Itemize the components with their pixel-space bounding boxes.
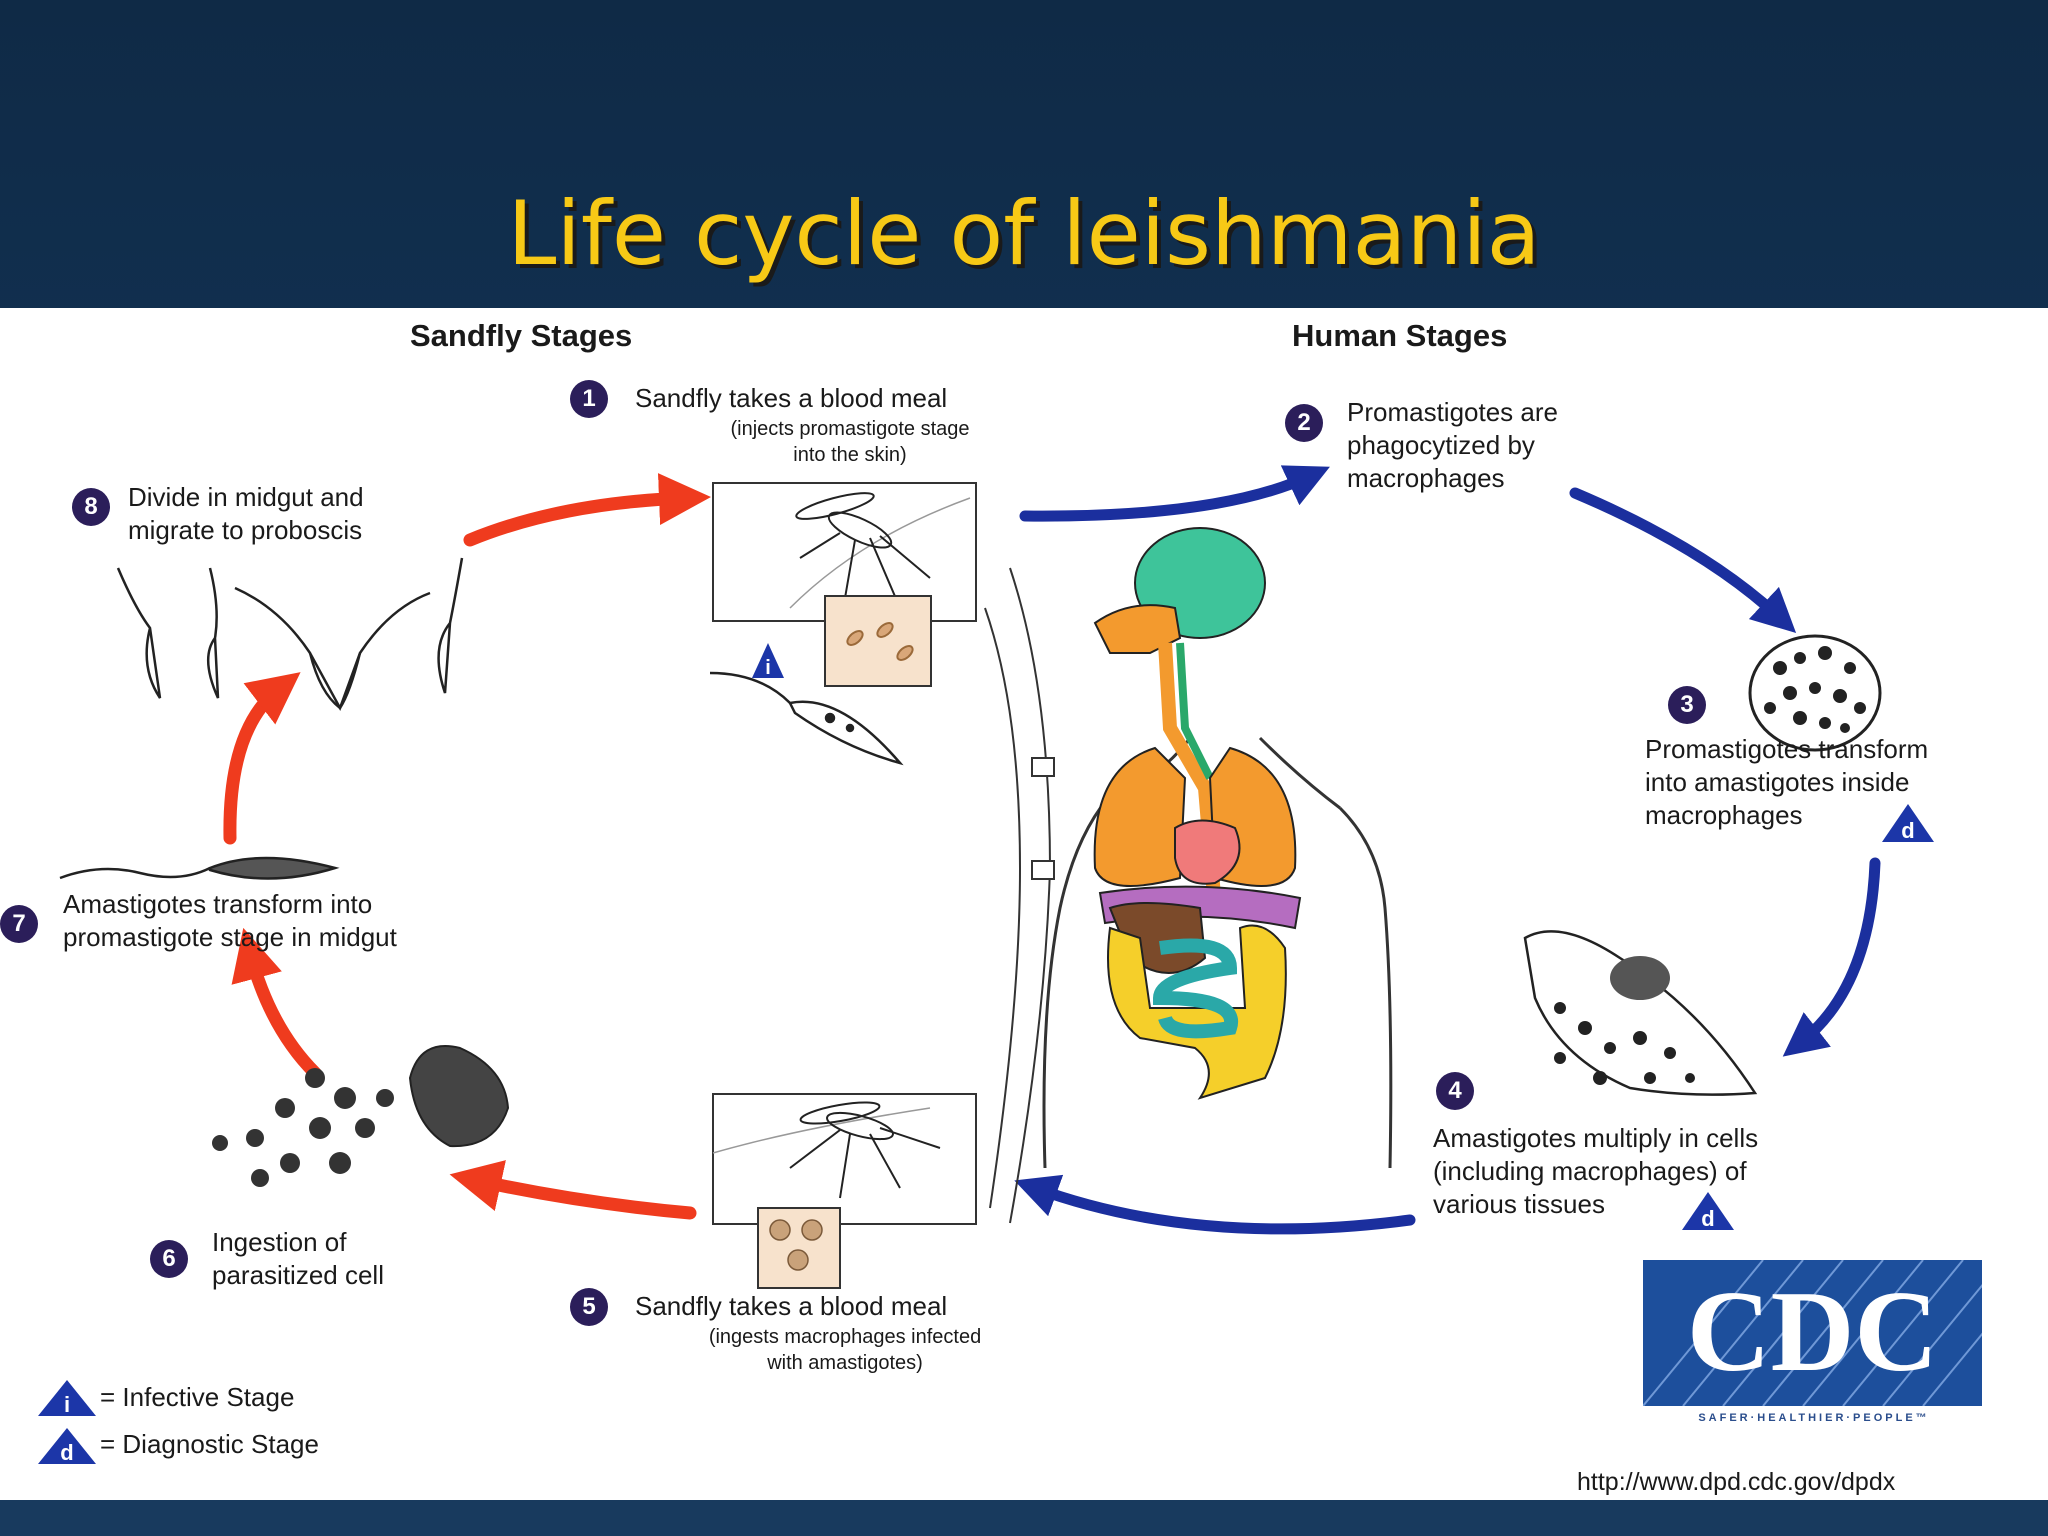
step-2-line-3: macrophages [1347,463,1505,493]
human-arrows [1014,465,1881,1235]
arrow-6-to-7 [231,927,322,1080]
arrow-7-to-8 [223,672,301,845]
legend-infective-symbol: i [64,1392,70,1417]
arrow-1-to-2 [1019,465,1330,522]
step-2-badge: 2 [1285,404,1323,442]
infected-tissue-cell [1523,930,1758,1096]
legend-diagnostic-symbol: d [60,1440,73,1465]
step-1-sub-2: into the skin) [793,444,907,466]
cdc-url-link[interactable]: http://www.dpd.cdc.gov/dpdx [1577,1468,1896,1496]
step-2-line-1: Promastigotes are [1347,397,1558,427]
step-8-line-2: migrate to proboscis [128,515,363,545]
arrow-5-to-6 [449,1160,697,1220]
sandfly-stages-header: Sandfly Stages [410,318,633,353]
step-3-line-1: Promastigotes transform [1645,734,1929,764]
legend-infective-icon: i [38,1380,96,1417]
arrow-3-to-4 [1782,857,1881,1057]
bottom-strip [0,1500,2048,1536]
arrow-8-to-1 [463,473,711,547]
step-3-line-2: into amastigotes inside [1645,767,1910,797]
ingested-parasitized-cell [212,1045,510,1187]
promastigote-illustration [709,671,904,766]
human-body [984,527,1393,1224]
sandfly-feeding-box-5 [712,1093,977,1289]
step-2-line-2: phagocytized by [1347,430,1535,460]
legend-infective-label: = Infective Stage [100,1382,295,1412]
title-banner: Life cycle of leishmania [0,0,2048,308]
step-1-sub-1: (injects promastigote stage [730,418,970,440]
step-1-badge: 1 [570,380,608,418]
step-6-line-1: Ingestion of [212,1227,347,1257]
diagnostic-stage-marker-3: d [1882,804,1934,843]
step-1-label: Sandfly takes a blood meal [635,383,948,413]
svg-text:d: d [1901,818,1914,843]
step-7-badge: 7 [0,905,38,943]
arrow-4-to-5 [1014,1174,1416,1235]
step-6-badge: 6 [150,1240,188,1278]
step-4-line-2: (including macrophages) of [1433,1156,1747,1186]
sandfly-feeding-box-1 [712,482,977,687]
step-5-sub-2: with amastigotes) [767,1352,923,1374]
sandfly-arrows [223,473,711,1220]
step-5-label: Sandfly takes a blood meal [635,1291,948,1321]
legend-diagnostic-label: = Diagnostic Stage [100,1429,319,1459]
cdc-logo: CDC [1643,1260,1982,1406]
cdc-tagline: SAFER·HEALTHIER·PEOPLE™ [1698,1412,1930,1424]
transforming-promastigote [59,856,340,880]
macrophage-with-promastigotes [1748,634,1882,752]
step-3-line-3: macrophages [1645,800,1803,830]
svg-text:d: d [1701,1206,1714,1231]
diagram-graphics: i [59,465,1882,1289]
step-3-badge: 3 [1668,686,1706,724]
human-stages-header: Human Stages [1292,318,1508,353]
step-7-line-1: Amastigotes transform into [63,889,373,919]
legend-diagnostic-icon: d [38,1428,96,1465]
diagnostic-stage-marker-4: d [1682,1192,1734,1231]
step-4-badge: 4 [1436,1072,1474,1110]
svg-text:i: i [765,657,771,679]
step-5-badge: 5 [570,1288,608,1326]
slide-title: Life cycle of leishmania [507,182,1541,285]
cdc-logo-text: CDC [1686,1268,1939,1396]
step-7-line-2: promastigote stage in midgut [63,922,397,952]
cdc-logo-stripes [1643,1260,1982,1406]
life-cycle-diagram: i [0,308,2048,1500]
step-8-badge: 8 [72,488,110,526]
step-6-line-2: parasitized cell [212,1260,384,1290]
step-5-sub-1: (ingests macrophages infected [708,1326,982,1348]
sandfly-illustration [795,492,931,609]
step-4-line-3: various tissues [1433,1189,1605,1219]
infective-stage-marker-1: i [752,643,784,679]
step-4-line-1: Amastigotes multiply in cells [1433,1123,1759,1153]
arrow-2-to-3 [1569,487,1797,634]
banner-texture [0,0,2048,308]
dividing-promastigotes [116,557,464,712]
step-8-line-1: Divide in midgut and [128,482,364,512]
